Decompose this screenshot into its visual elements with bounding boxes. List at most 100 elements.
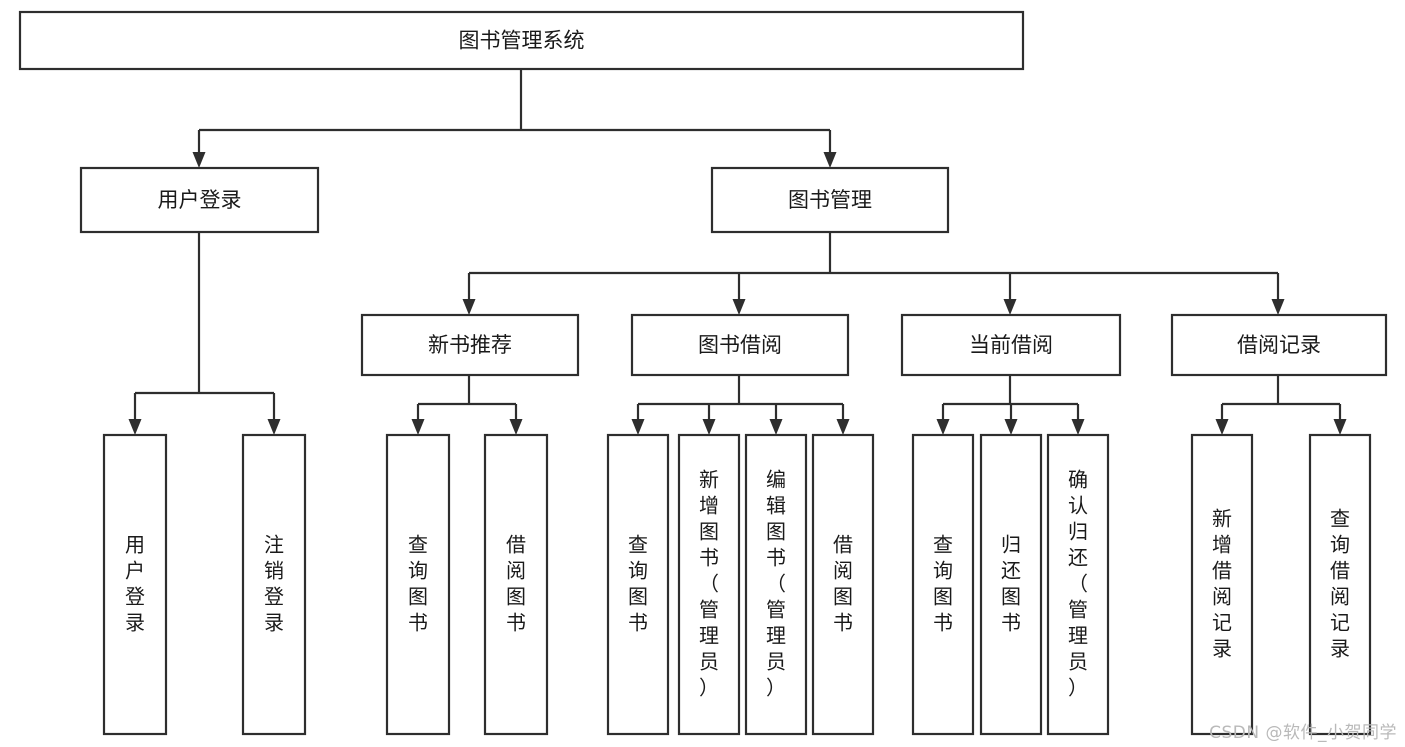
node-label: 查询图书 [408,532,428,634]
leaf-node-leaf-borrow-book-2[interactable]: 借阅图书 [811,433,875,736]
arrowhead-icon [1003,299,1017,315]
node-rect[interactable] [79,166,320,234]
node-label: 借阅记录 [1237,333,1321,357]
arrowhead-icon [128,419,142,435]
node-rect[interactable] [18,10,1025,71]
node-rect[interactable] [677,433,741,736]
csdn-watermark: CSDN @软件_小贺同学 [1209,723,1397,743]
leaf-node-leaf-add-borrow-record[interactable]: 新增借阅记录 [1190,433,1254,736]
connector-c-br-1 [1215,404,1229,435]
node-rect[interactable] [483,433,549,736]
node-rect[interactable] [979,433,1043,736]
connector-c-bm-3 [1003,273,1017,315]
connector-c-br-2 [1333,404,1347,435]
leaf-node-leaf-user-login[interactable]: 用户登录 [102,433,168,736]
node-label: 归还图书 [1001,532,1021,634]
connector-c-cb-2 [1004,404,1018,435]
leaf-node-leaf-borrow-book-1[interactable]: 借阅图书 [483,433,549,736]
leaf-node-leaf-query-book-1[interactable]: 查询图书 [385,433,451,736]
arrowhead-icon [936,419,950,435]
arrowhead-icon [769,419,783,435]
node-label: 用户登录 [125,532,145,634]
level2-node-user-login[interactable]: 用户登录 [79,166,320,234]
arrowhead-icon [702,419,716,435]
connector-c-cb-1 [936,404,950,435]
root-node-root[interactable]: 图书管理系统 [18,10,1025,71]
node-label: 图书借阅 [698,333,782,357]
arrowhead-icon [192,152,206,168]
node-rect[interactable] [900,313,1122,377]
node-layer: 图书管理系统用户登录图书管理新书推荐图书借阅当前借阅借阅记录用户登录注销登录查询… [18,10,1388,736]
arrowhead-icon [411,419,425,435]
node-rect[interactable] [241,433,307,736]
level3-node-borrow-record[interactable]: 借阅记录 [1170,313,1388,377]
connector-c-bm-4 [1271,273,1285,315]
node-rect[interactable] [811,433,875,736]
connector-c-bb-1 [631,404,645,435]
connector-c-root-user-login [192,130,206,168]
connector-layer [128,69,1347,435]
node-rect[interactable] [606,433,670,736]
connector-c-bb-3 [769,404,783,435]
node-label: 用户登录 [158,188,242,212]
node-rect[interactable] [360,313,580,377]
node-rect[interactable] [710,166,950,234]
node-label: 图书管理 [788,188,872,212]
connector-c-nb-2 [509,404,523,435]
arrowhead-icon [823,152,837,168]
connector-c-bm-1 [462,273,476,315]
node-rect[interactable] [102,433,168,736]
arrowhead-icon [1071,419,1085,435]
node-rect[interactable] [1190,433,1254,736]
connector-c-ul-a [128,393,142,435]
leaf-node-leaf-logout[interactable]: 注销登录 [241,433,307,736]
arrowhead-icon [1333,419,1347,435]
leaf-node-leaf-query-book-2[interactable]: 查询图书 [606,433,670,736]
node-rect[interactable] [911,433,975,736]
node-rect[interactable] [385,433,451,736]
arrowhead-icon [836,419,850,435]
node-label: 注销登录 [264,532,284,634]
node-label: 确认归还（管理员） [1068,467,1088,699]
node-rect[interactable] [1046,433,1110,736]
leaf-node-leaf-confirm-return-admin[interactable]: 确认归还（管理员） [1046,433,1110,736]
node-label: 新书推荐 [428,333,512,357]
arrowhead-icon [1215,419,1229,435]
connector-c-root-book-manage [823,130,837,168]
connector-c-bm-2 [732,273,746,315]
connector-c-cb-3 [1071,404,1085,435]
leaf-node-leaf-query-borrow-record[interactable]: 查询借阅记录 [1308,433,1372,736]
connector-c-bb-2 [702,404,716,435]
node-label: 编辑图书（管理员） [766,467,786,699]
node-label: 查询图书 [628,532,648,634]
node-label: 当前借阅 [969,333,1053,357]
leaf-node-leaf-edit-book-admin[interactable]: 编辑图书（管理员） [744,433,808,736]
level3-node-book-borrow[interactable]: 图书借阅 [630,313,850,377]
arrowhead-icon [462,299,476,315]
connector-c-nb-1 [411,404,425,435]
node-label: 查询图书 [933,532,953,634]
leaf-node-leaf-add-book-admin[interactable]: 新增图书（管理员） [677,433,741,736]
node-rect[interactable] [1308,433,1372,736]
connector-c-bb-4 [836,404,850,435]
arrowhead-icon [1004,419,1018,435]
leaf-node-leaf-query-book-3[interactable]: 查询图书 [911,433,975,736]
node-rect[interactable] [630,313,850,377]
node-rect[interactable] [744,433,808,736]
node-rect[interactable] [1170,313,1388,377]
level3-node-new-book-recommend[interactable]: 新书推荐 [360,313,580,377]
node-label: 借阅图书 [506,532,526,634]
arrowhead-icon [631,419,645,435]
level3-node-current-borrow[interactable]: 当前借阅 [900,313,1122,377]
node-label: 图书管理系统 [459,29,585,53]
node-label: 新增图书（管理员） [699,467,719,699]
arrowhead-icon [1271,299,1285,315]
arrowhead-icon [267,419,281,435]
arrowhead-icon [732,299,746,315]
arrowhead-icon [509,419,523,435]
node-label: 借阅图书 [833,532,853,634]
leaf-node-leaf-return-book[interactable]: 归还图书 [979,433,1043,736]
level2-node-book-manage[interactable]: 图书管理 [710,166,950,234]
